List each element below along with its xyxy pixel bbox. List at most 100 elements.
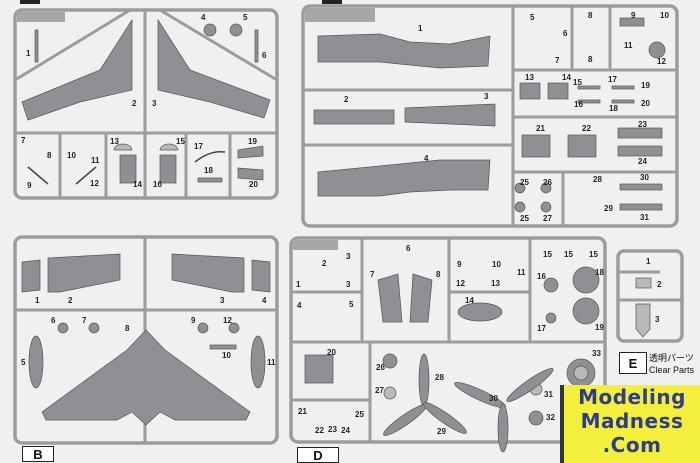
fuselage-half-4 — [317, 159, 491, 197]
modeling-madness-logo[interactable]: Modeling Madness .Com — [560, 385, 700, 463]
part-number-label: 31 — [544, 390, 553, 399]
part-number-label: 21 — [536, 124, 545, 133]
part-number-label: 8 — [588, 55, 593, 64]
part-number-label: 12 — [657, 57, 666, 66]
part — [119, 154, 137, 184]
part-number-label: 20 — [327, 348, 336, 357]
part-number-label: 31 — [640, 213, 649, 222]
part-number-label: 15 — [543, 250, 552, 259]
part-number-label: 11 — [91, 156, 100, 165]
part-number-label: 19 — [641, 81, 650, 90]
part-number-label: 18 — [609, 104, 618, 113]
part-number-label: 27 — [543, 214, 552, 223]
part-number-label: 27 — [375, 386, 384, 395]
part-number-label: 10 — [67, 151, 76, 160]
part-number-label: 7 — [21, 136, 26, 145]
part-number-label: 15 — [589, 250, 598, 259]
logo-line-2: Madness — [580, 409, 684, 433]
part-number-label: 13 — [491, 279, 500, 288]
part-number-label: 7 — [82, 316, 87, 325]
part-number-label: 9 — [27, 181, 32, 190]
part-number-label: 14 — [562, 73, 571, 82]
part-number-label: 9 — [191, 316, 196, 325]
part-number-label: 4 — [262, 296, 267, 305]
part-number-label: 8 — [47, 151, 52, 160]
part-number-label: 20 — [641, 99, 650, 108]
part-number-label: 3 — [152, 99, 157, 108]
part-number-label: 26 — [543, 178, 552, 187]
clear-parts-caption-jp: 透明パーツ — [649, 353, 694, 363]
logo-line-3: .Com — [602, 433, 662, 457]
part-number-label: 6 — [406, 244, 411, 253]
part-number-label: 4 — [297, 301, 302, 310]
part-number-label: 23 — [328, 425, 337, 434]
part-number-label: 9 — [457, 260, 462, 269]
part-number-label: 29 — [437, 427, 446, 436]
part — [159, 154, 177, 184]
fuselage-wing — [41, 329, 251, 426]
sprue-a — [13, 8, 279, 200]
wing-left — [21, 18, 133, 121]
part-number-label: 4 — [201, 13, 206, 22]
part-number-label: 5 — [530, 13, 535, 22]
part-number-label: 10 — [492, 260, 501, 269]
part-number-label: 25 — [520, 214, 529, 223]
part-number-label: 26 — [376, 363, 385, 372]
propeller-28 — [383, 353, 467, 436]
part — [159, 143, 179, 151]
sprue-letter-d: D — [297, 447, 339, 463]
part-number-label: 17 — [537, 324, 546, 333]
part — [229, 23, 243, 37]
propeller-30 — [454, 368, 554, 453]
part-number-label: 15 — [573, 78, 582, 87]
part-number-label: 32 — [546, 413, 555, 422]
part-number-label: 11 — [267, 358, 276, 367]
part-number-label: 12 — [90, 179, 99, 188]
part-number-label: 14 — [133, 180, 142, 189]
part-number-label: 20 — [249, 180, 258, 189]
part-number-label: 8 — [588, 11, 593, 20]
part-number-label: 28 — [593, 175, 602, 184]
part-number-label: 28 — [435, 373, 444, 382]
part-number-label: 2 — [344, 95, 349, 104]
sprue-letter-a-tab — [20, 0, 40, 4]
part-number-label: 15 — [564, 250, 573, 259]
part-number-label: 30 — [489, 394, 498, 403]
part-number-label: 10 — [660, 11, 669, 20]
part-number-label: 7 — [370, 270, 375, 279]
strut-part — [34, 29, 39, 63]
part-number-label: 6 — [262, 51, 267, 60]
sprue-letter-e: E — [619, 352, 647, 374]
part-number-label: 2 — [322, 259, 327, 268]
part-number-label: 4 — [424, 154, 429, 163]
part-number-label: 24 — [638, 157, 647, 166]
part-number-label: 33 — [592, 349, 601, 358]
part-number-label: 18 — [595, 268, 604, 277]
part-number-label: 3 — [655, 315, 660, 324]
part-number-label: 1 — [296, 280, 301, 289]
part-number-label: 25 — [355, 410, 364, 419]
part-number-label: 13 — [110, 137, 119, 146]
part-number-label: 5 — [21, 358, 26, 367]
part-number-label: 12 — [456, 279, 465, 288]
part-number-label: 2 — [657, 280, 662, 289]
wing-right — [157, 18, 271, 119]
sprue-letter-c-tab — [322, 0, 342, 4]
part-number-label: 19 — [595, 323, 604, 332]
sprue-e — [616, 249, 684, 343]
part-number-label: 7 — [555, 56, 560, 65]
part-number-label: 1 — [418, 24, 423, 33]
part-number-label: 16 — [153, 180, 162, 189]
part-number-label: 6 — [563, 29, 568, 38]
part-number-label: 3 — [346, 280, 351, 289]
strut-part — [254, 29, 259, 63]
part-number-label: 3 — [346, 252, 351, 261]
part-number-label: 30 — [640, 173, 649, 182]
part-number-label: 8 — [125, 324, 130, 333]
part-number-label: 11 — [517, 268, 526, 277]
part-number-label: 12 — [223, 316, 232, 325]
sprue-c — [301, 4, 679, 228]
part-number-label: 2 — [68, 296, 73, 305]
part-number-label: 8 — [436, 270, 441, 279]
